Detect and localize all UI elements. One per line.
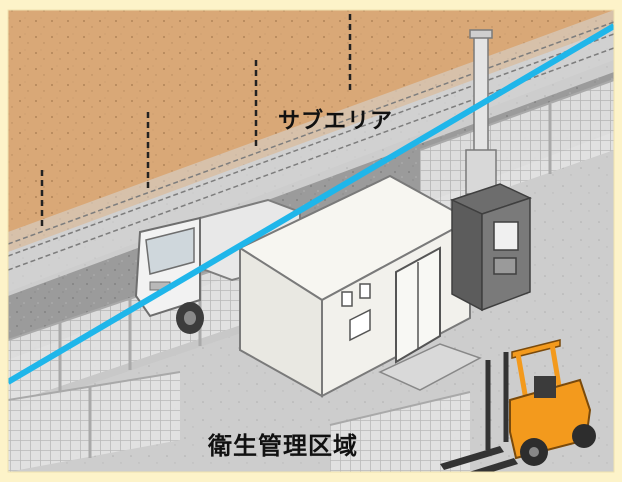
sub-area-label: サブエリア — [278, 109, 394, 134]
fence-front — [8, 371, 471, 472]
incinerator-icon — [449, 29, 533, 312]
hygiene-zone-label: 衛生管理区域 — [208, 432, 358, 460]
storage-building-icon — [237, 174, 482, 398]
zone-boundary-line — [8, 23, 614, 385]
barbed-wire-icon — [8, 10, 614, 292]
forklift-icon — [440, 339, 596, 472]
